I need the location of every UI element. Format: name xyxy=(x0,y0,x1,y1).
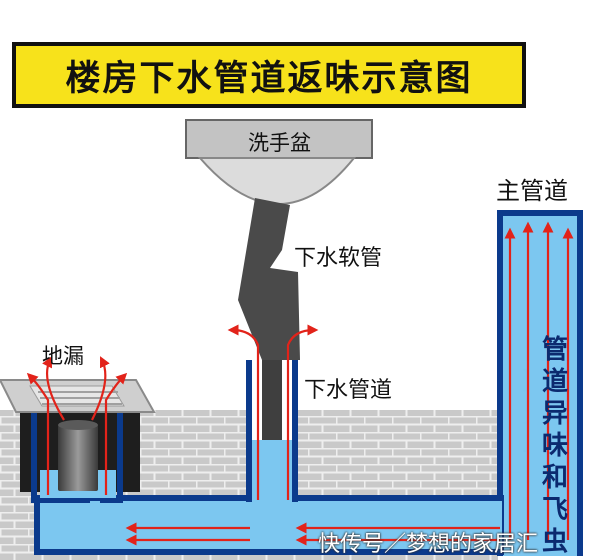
label-drain-hose: 下水软管 xyxy=(294,246,383,271)
label-drain-pipe: 下水管道 xyxy=(304,378,393,403)
drain-hose xyxy=(238,198,300,360)
diagram-title: 楼房下水管道返味示意图 xyxy=(65,58,473,99)
floor-drain-trap xyxy=(31,412,123,503)
hose-in-pipe xyxy=(262,360,282,440)
label-washbasin: 洗手盆 xyxy=(248,131,311,155)
title-banner: 楼房下水管道返味示意图 xyxy=(12,42,526,108)
floor-drain-grate xyxy=(0,379,156,413)
label-pipe-odor-note: 管道异味和飞虫 xyxy=(541,335,568,557)
washbasin xyxy=(185,119,373,205)
label-main-pipe: 主管道 xyxy=(496,177,568,205)
label-floor-drain: 地漏 xyxy=(42,344,84,368)
watermark: 快传号／梦想的家居汇 xyxy=(318,532,539,557)
odor-arrows xyxy=(26,221,574,546)
